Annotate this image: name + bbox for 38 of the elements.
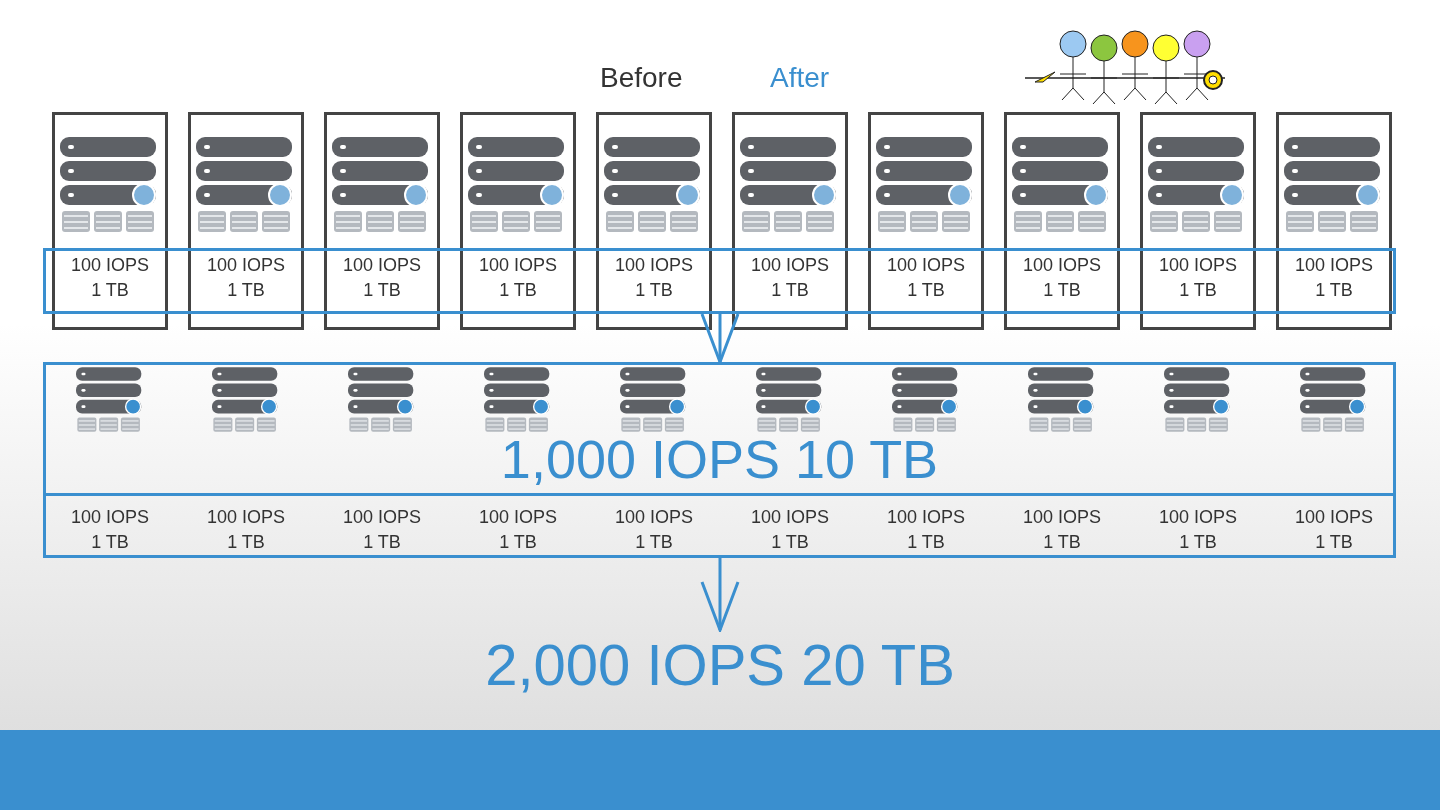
total-label: 2,000 IOPS 20 TB (420, 630, 1020, 700)
capacity-label: 100 IOPS 1 TB (1293, 506, 1374, 554)
capacity-label: 100 IOPS 1 TB (885, 254, 966, 302)
capacity-label: 100 IOPS 1 TB (1021, 254, 1102, 302)
capacity-label: 100 IOPS 1 TB (341, 506, 422, 554)
capacity-label: 100 IOPS 1 TB (477, 506, 558, 554)
capacity-label: 100 IOPS 1 TB (341, 254, 422, 302)
server-box (460, 112, 576, 330)
heading: Before (600, 62, 683, 94)
capacity-label: 100 IOPS 1 TB (1157, 254, 1238, 302)
capacity-label: 100 IOPS 1 TB (1157, 506, 1238, 554)
capacity-label: 100 IOPS 1 TB (69, 254, 150, 302)
capacity-label: 100 IOPS 1 TB (477, 254, 558, 302)
capacity-label: 100 IOPS 1 TB (749, 254, 830, 302)
capacity-label: 100 IOPS 1 TB (613, 506, 694, 554)
capacity-label: 100 IOPS 1 TB (205, 254, 286, 302)
heading: After (770, 62, 830, 94)
group-outline (43, 362, 1396, 558)
server-box (324, 112, 440, 330)
server-box (868, 112, 984, 330)
arrow (700, 312, 740, 364)
server-box (52, 112, 168, 330)
arrow (700, 558, 740, 632)
total-label: 1,000 IOPS 10 TB (499, 431, 940, 487)
server-box (596, 112, 712, 330)
server-box (732, 112, 848, 330)
capacity-label: 100 IOPS 1 TB (1021, 506, 1102, 554)
server-box (1276, 112, 1392, 330)
server-box (188, 112, 304, 330)
band-outline (43, 248, 1396, 314)
capacity-label: 100 IOPS 1 TB (885, 506, 966, 554)
server-box (1004, 112, 1120, 330)
server-box (1140, 112, 1256, 330)
capacity-label: 100 IOPS 1 TB (69, 506, 150, 554)
capacity-label: 100 IOPS 1 TB (613, 254, 694, 302)
capacity-label: 100 IOPS 1 TB (1293, 254, 1374, 302)
capacity-label: 100 IOPS 1 TB (749, 506, 830, 554)
capacity-label: 100 IOPS 1 TB (205, 506, 286, 554)
